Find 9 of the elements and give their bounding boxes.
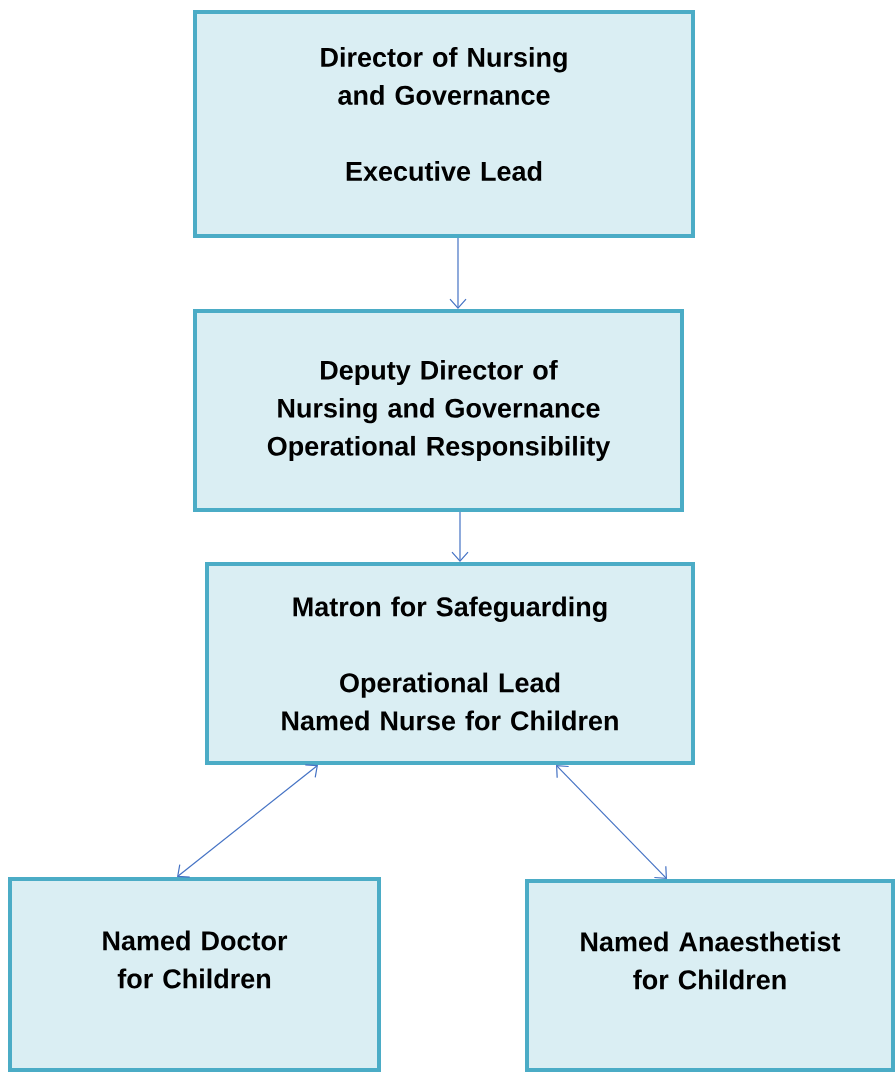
- org-box: Named Anaesthetist for Children: [525, 879, 895, 1072]
- org-box: Deputy Director of Nursing and Governance Operational Responsibility: [193, 309, 684, 512]
- arrow: [556, 765, 667, 879]
- org-box: Named Doctor for Children: [8, 877, 381, 1072]
- arrow: [449, 237, 467, 309]
- org-box: Director of Nursing and Governance Executive Lead: [193, 10, 695, 238]
- org-box: Matron for Safeguarding Operational Lead Named Nurse for Children: [205, 562, 695, 765]
- arrow: [177, 764, 318, 878]
- arrow: [451, 511, 469, 562]
